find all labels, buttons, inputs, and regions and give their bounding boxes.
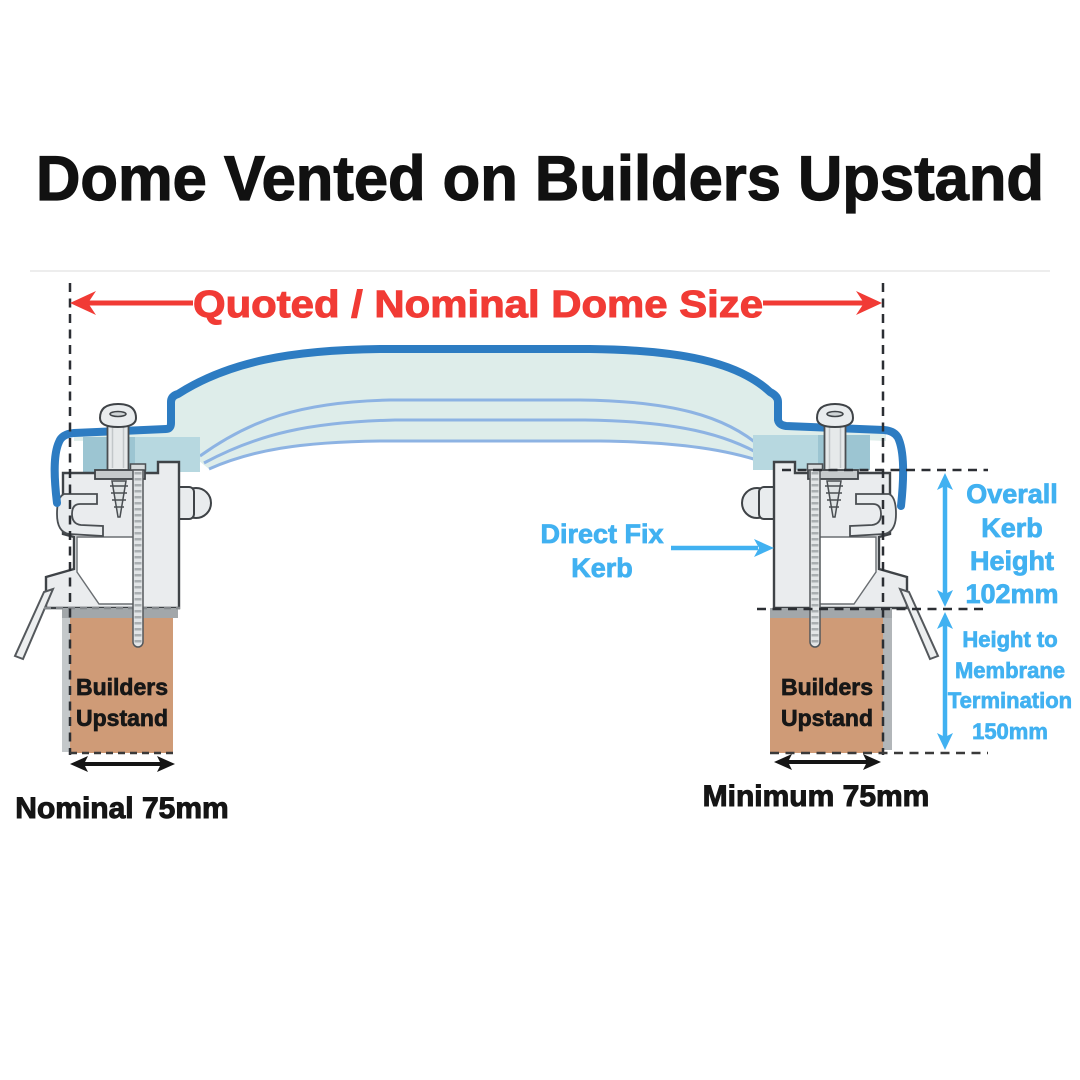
upstand-left-label-line1: Builders — [76, 674, 168, 700]
kerb-height-label-line2: Kerb — [981, 513, 1043, 543]
direct-fix-kerb-label-line2: Kerb — [571, 553, 633, 583]
fasteners-left — [94, 402, 147, 648]
minimum-width-label: Minimum 75mm — [703, 780, 930, 813]
membrane-termination-right — [770, 608, 892, 618]
upstand-left-label-line2: Upstand — [76, 705, 168, 731]
upstand-right-label-line2: Upstand — [781, 705, 873, 731]
page-title: Dome Vented on Builders Upstand — [36, 144, 1044, 214]
dome-glazing-band — [74, 350, 886, 469]
dome-size-label: Quoted / Nominal Dome Size — [193, 284, 763, 326]
membrane-label-line3: Termination — [948, 688, 1072, 713]
upstand-right-label-line1: Builders — [781, 674, 873, 700]
dome-inner-skin-1 — [199, 398, 763, 458]
builders-upstand-right-block — [770, 618, 883, 753]
direct-fix-kerb-arrow — [671, 539, 774, 557]
direct-fix-kerb-label-line1: Direct Fix — [540, 519, 663, 549]
membrane-strip-right — [883, 608, 892, 750]
dome-band-bottom-edge — [208, 439, 770, 471]
dome-size-dimension — [70, 291, 882, 315]
membrane-label-line4: 150mm — [972, 719, 1048, 744]
membrane-termination-left — [62, 608, 178, 618]
red-arrowhead-right — [856, 291, 882, 315]
nominal-width-arrow — [70, 756, 175, 772]
builders-upstand-left-block — [70, 618, 173, 753]
minimum-width-arrow — [774, 754, 881, 770]
kerb-height-dimension — [937, 473, 953, 750]
kerb-height-label-line3: Height — [970, 546, 1054, 576]
membrane-label-line2: Membrane — [955, 658, 1065, 683]
red-arrowhead-left — [70, 291, 96, 315]
kerb-height-label-line1: Overall — [966, 479, 1058, 509]
dome-inner-skin-2 — [203, 418, 767, 465]
dome-outer-skin — [50, 345, 908, 510]
kerb-left — [13, 460, 212, 661]
membrane-strip-left — [62, 608, 70, 752]
kerb-height-label-line4: 102mm — [965, 579, 1058, 609]
membrane-label-line1: Height to — [962, 627, 1057, 652]
nominal-width-label: Nominal 75mm — [15, 792, 228, 825]
